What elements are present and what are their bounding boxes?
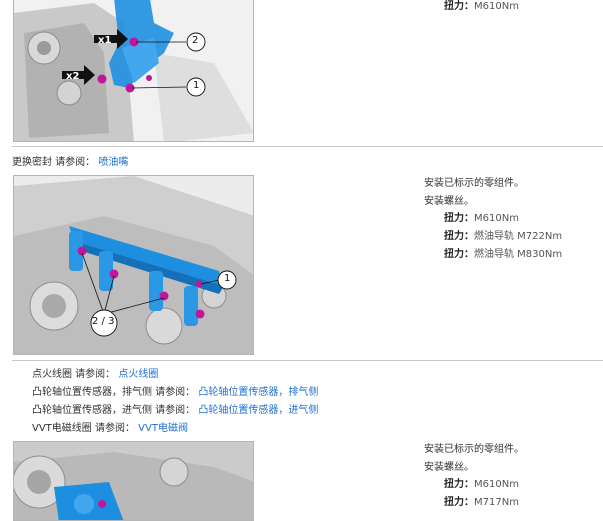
divider bbox=[12, 360, 603, 361]
torque-label: 扭力： bbox=[444, 1, 474, 12]
link-ignition-coil[interactable]: 点火线圈 bbox=[118, 369, 159, 380]
step2-figure: 1 2 / 3 bbox=[13, 175, 254, 355]
callout-x2: x2 bbox=[66, 71, 80, 82]
torque-value: M717Nm bbox=[474, 497, 519, 508]
torque-value: M610Nm bbox=[474, 213, 519, 224]
callout-2: 2 bbox=[192, 35, 199, 46]
torque-line: 扭力：燃油导轨 M830Nm bbox=[444, 248, 562, 262]
torque-value: M610Nm bbox=[474, 1, 519, 12]
torque-line: 扭力：燃油导轨 M722Nm bbox=[444, 230, 562, 244]
step3-figure bbox=[13, 441, 254, 521]
torque-value: 燃油导轨 M830Nm bbox=[474, 249, 563, 260]
link-injector[interactable]: 喷油嘴 bbox=[98, 157, 129, 168]
torque-value: M610Nm bbox=[474, 479, 519, 490]
torque-line: 扭力：M717Nm bbox=[444, 496, 519, 510]
screw-text: 安装螺丝。 bbox=[424, 462, 474, 473]
reference-prefix: VVT电磁线圈 请参阅： bbox=[32, 423, 135, 434]
reference-prefix: 点火线圈 请参阅： bbox=[32, 369, 116, 380]
reference-line: 凸轮轴位置传感器，排气侧 请参阅： 凸轮轴位置传感器，排气侧 bbox=[32, 386, 318, 400]
reference-line: 点火线圈 请参阅： 点火线圈 bbox=[32, 368, 158, 382]
reference-prefix: 凸轮轴位置传感器，进气侧 请参阅： bbox=[32, 405, 196, 416]
torque-label: 扭力： bbox=[444, 249, 474, 260]
step1-figure: x1 x2 2 1 bbox=[13, 0, 254, 142]
torque-line: 扭力：M610Nm bbox=[444, 478, 519, 492]
torque-label: 扭力： bbox=[444, 231, 474, 242]
callout-2-3: 2 / 3 bbox=[92, 316, 115, 327]
torque-value: 燃油导轨 M722Nm bbox=[474, 231, 563, 242]
step1-torque: 扭力：M610Nm bbox=[444, 0, 519, 14]
reference-prefix: 更换密封 请参阅： bbox=[12, 157, 96, 168]
torque-line: 扭力：M610Nm bbox=[444, 212, 519, 226]
callout-1: 1 bbox=[224, 273, 231, 284]
divider bbox=[12, 146, 603, 147]
screw-text: 安装螺丝。 bbox=[424, 196, 474, 207]
torque-label: 扭力： bbox=[444, 497, 474, 508]
reference-line: 更换密封 请参阅： 喷油嘴 bbox=[12, 156, 128, 170]
link-cam-sensor-intake[interactable]: 凸轮轴位置传感器，进气侧 bbox=[198, 405, 319, 416]
install-text: 安装已标示的零组件。 bbox=[424, 178, 524, 189]
link-cam-sensor-exhaust[interactable]: 凸轮轴位置传感器，排气侧 bbox=[198, 387, 319, 398]
torque-label: 扭力： bbox=[444, 479, 474, 490]
torque-label: 扭力： bbox=[444, 213, 474, 224]
callout-x1: x1 bbox=[98, 35, 112, 46]
link-vvt-solenoid[interactable]: VVT电磁阀 bbox=[138, 423, 188, 434]
reference-line: VVT电磁线圈 请参阅： VVT电磁阀 bbox=[32, 422, 188, 436]
install-text: 安装已标示的零组件。 bbox=[424, 444, 524, 455]
reference-line: 凸轮轴位置传感器，进气侧 请参阅： 凸轮轴位置传感器，进气侧 bbox=[32, 404, 318, 418]
callout-1: 1 bbox=[193, 80, 200, 91]
reference-prefix: 凸轮轴位置传感器，排气侧 请参阅： bbox=[32, 387, 196, 398]
